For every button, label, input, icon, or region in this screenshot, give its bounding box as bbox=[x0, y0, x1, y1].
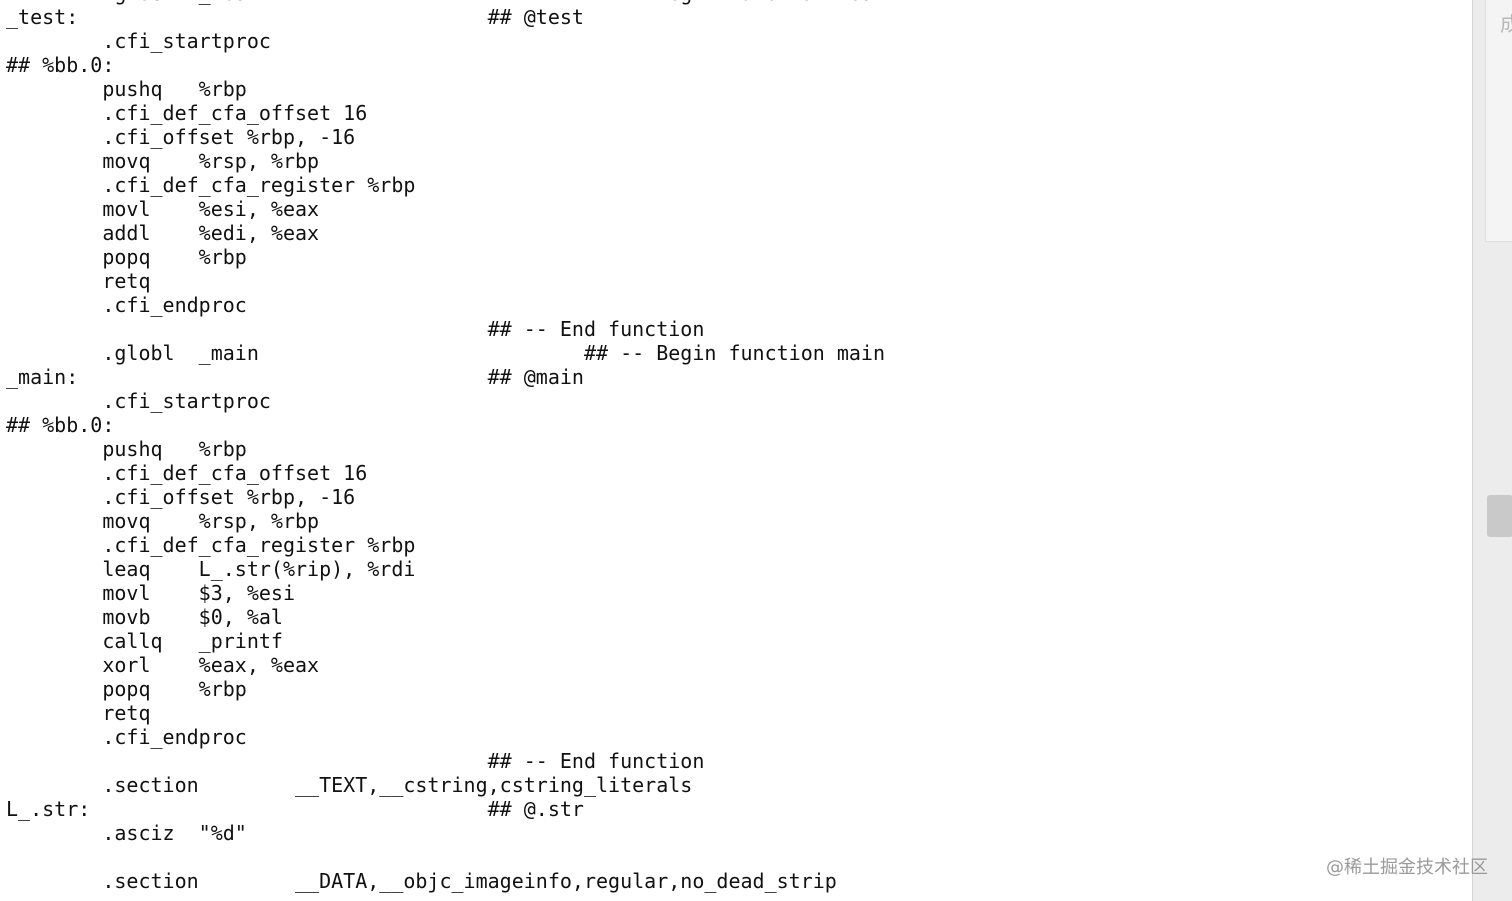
code-line: .globl _test ## -- Begin function test bbox=[6, 0, 885, 5]
code-line: .cfi_def_cfa_offset 16 bbox=[6, 101, 368, 125]
code-line: pushq %rbp bbox=[6, 437, 247, 461]
code-line: _test: ## @test bbox=[6, 5, 584, 29]
code-line: .cfi_def_cfa_register %rbp bbox=[6, 533, 416, 557]
code-line: retq bbox=[6, 269, 151, 293]
code-line: .asciz "%d" bbox=[6, 821, 247, 845]
code-line: .globl _main ## -- Begin function main bbox=[6, 341, 885, 365]
code-line: movl %esi, %eax bbox=[6, 197, 320, 221]
code-line: _main: ## @main bbox=[6, 365, 584, 389]
code-line: .cfi_startproc bbox=[6, 29, 271, 53]
side-panel-card: 成功 bbox=[1485, 0, 1512, 242]
code-line: movq %rsp, %rbp bbox=[6, 509, 320, 533]
code-line bbox=[6, 845, 885, 869]
side-panel-partial-text: 成功 bbox=[1500, 12, 1512, 36]
code-line: addl %edi, %eax bbox=[6, 221, 320, 245]
code-line: .cfi_offset %rbp, -16 bbox=[6, 485, 356, 509]
code-line: movl $3, %esi bbox=[6, 581, 295, 605]
code-line: .cfi_offset %rbp, -16 bbox=[6, 125, 356, 149]
code-line: ## -- End function bbox=[6, 749, 705, 773]
code-line: .section __DATA,__objc_imageinfo,regular… bbox=[6, 869, 837, 893]
code-line: .section __TEXT,__cstring,cstring_litera… bbox=[6, 773, 693, 797]
code-line: .cfi_startproc bbox=[6, 389, 271, 413]
code-editor-pane[interactable]: .globl _test ## -- Begin function test_t… bbox=[0, 0, 1472, 901]
code-line: .cfi_endproc bbox=[6, 293, 247, 317]
code-line: popq %rbp bbox=[6, 677, 247, 701]
code-line: ## %bb.0: bbox=[6, 53, 115, 77]
scrollbar-thumb[interactable] bbox=[1487, 495, 1512, 537]
assembly-source-code: .globl _test ## -- Begin function test_t… bbox=[6, 0, 885, 893]
side-panel-edge: 成功 bbox=[1472, 0, 1512, 901]
code-line: ## %bb.0: bbox=[6, 413, 115, 437]
code-line: .cfi_def_cfa_register %rbp bbox=[6, 173, 416, 197]
code-line: .cfi_def_cfa_offset 16 bbox=[6, 461, 368, 485]
code-line: movq %rsp, %rbp bbox=[6, 149, 320, 173]
code-line: popq %rbp bbox=[6, 245, 247, 269]
code-line: retq bbox=[6, 701, 151, 725]
code-line: movb $0, %al bbox=[6, 605, 283, 629]
code-line: ## -- End function bbox=[6, 317, 705, 341]
code-line: .cfi_endproc bbox=[6, 725, 247, 749]
code-line: xorl %eax, %eax bbox=[6, 653, 320, 677]
code-line: pushq %rbp bbox=[6, 77, 247, 101]
code-line: L_.str: ## @.str bbox=[6, 797, 584, 821]
watermark-text: @稀土掘金技术社区 bbox=[1326, 857, 1488, 878]
code-line: leaq L_.str(%rip), %rdi bbox=[6, 557, 416, 581]
code-line: callq _printf bbox=[6, 629, 283, 653]
